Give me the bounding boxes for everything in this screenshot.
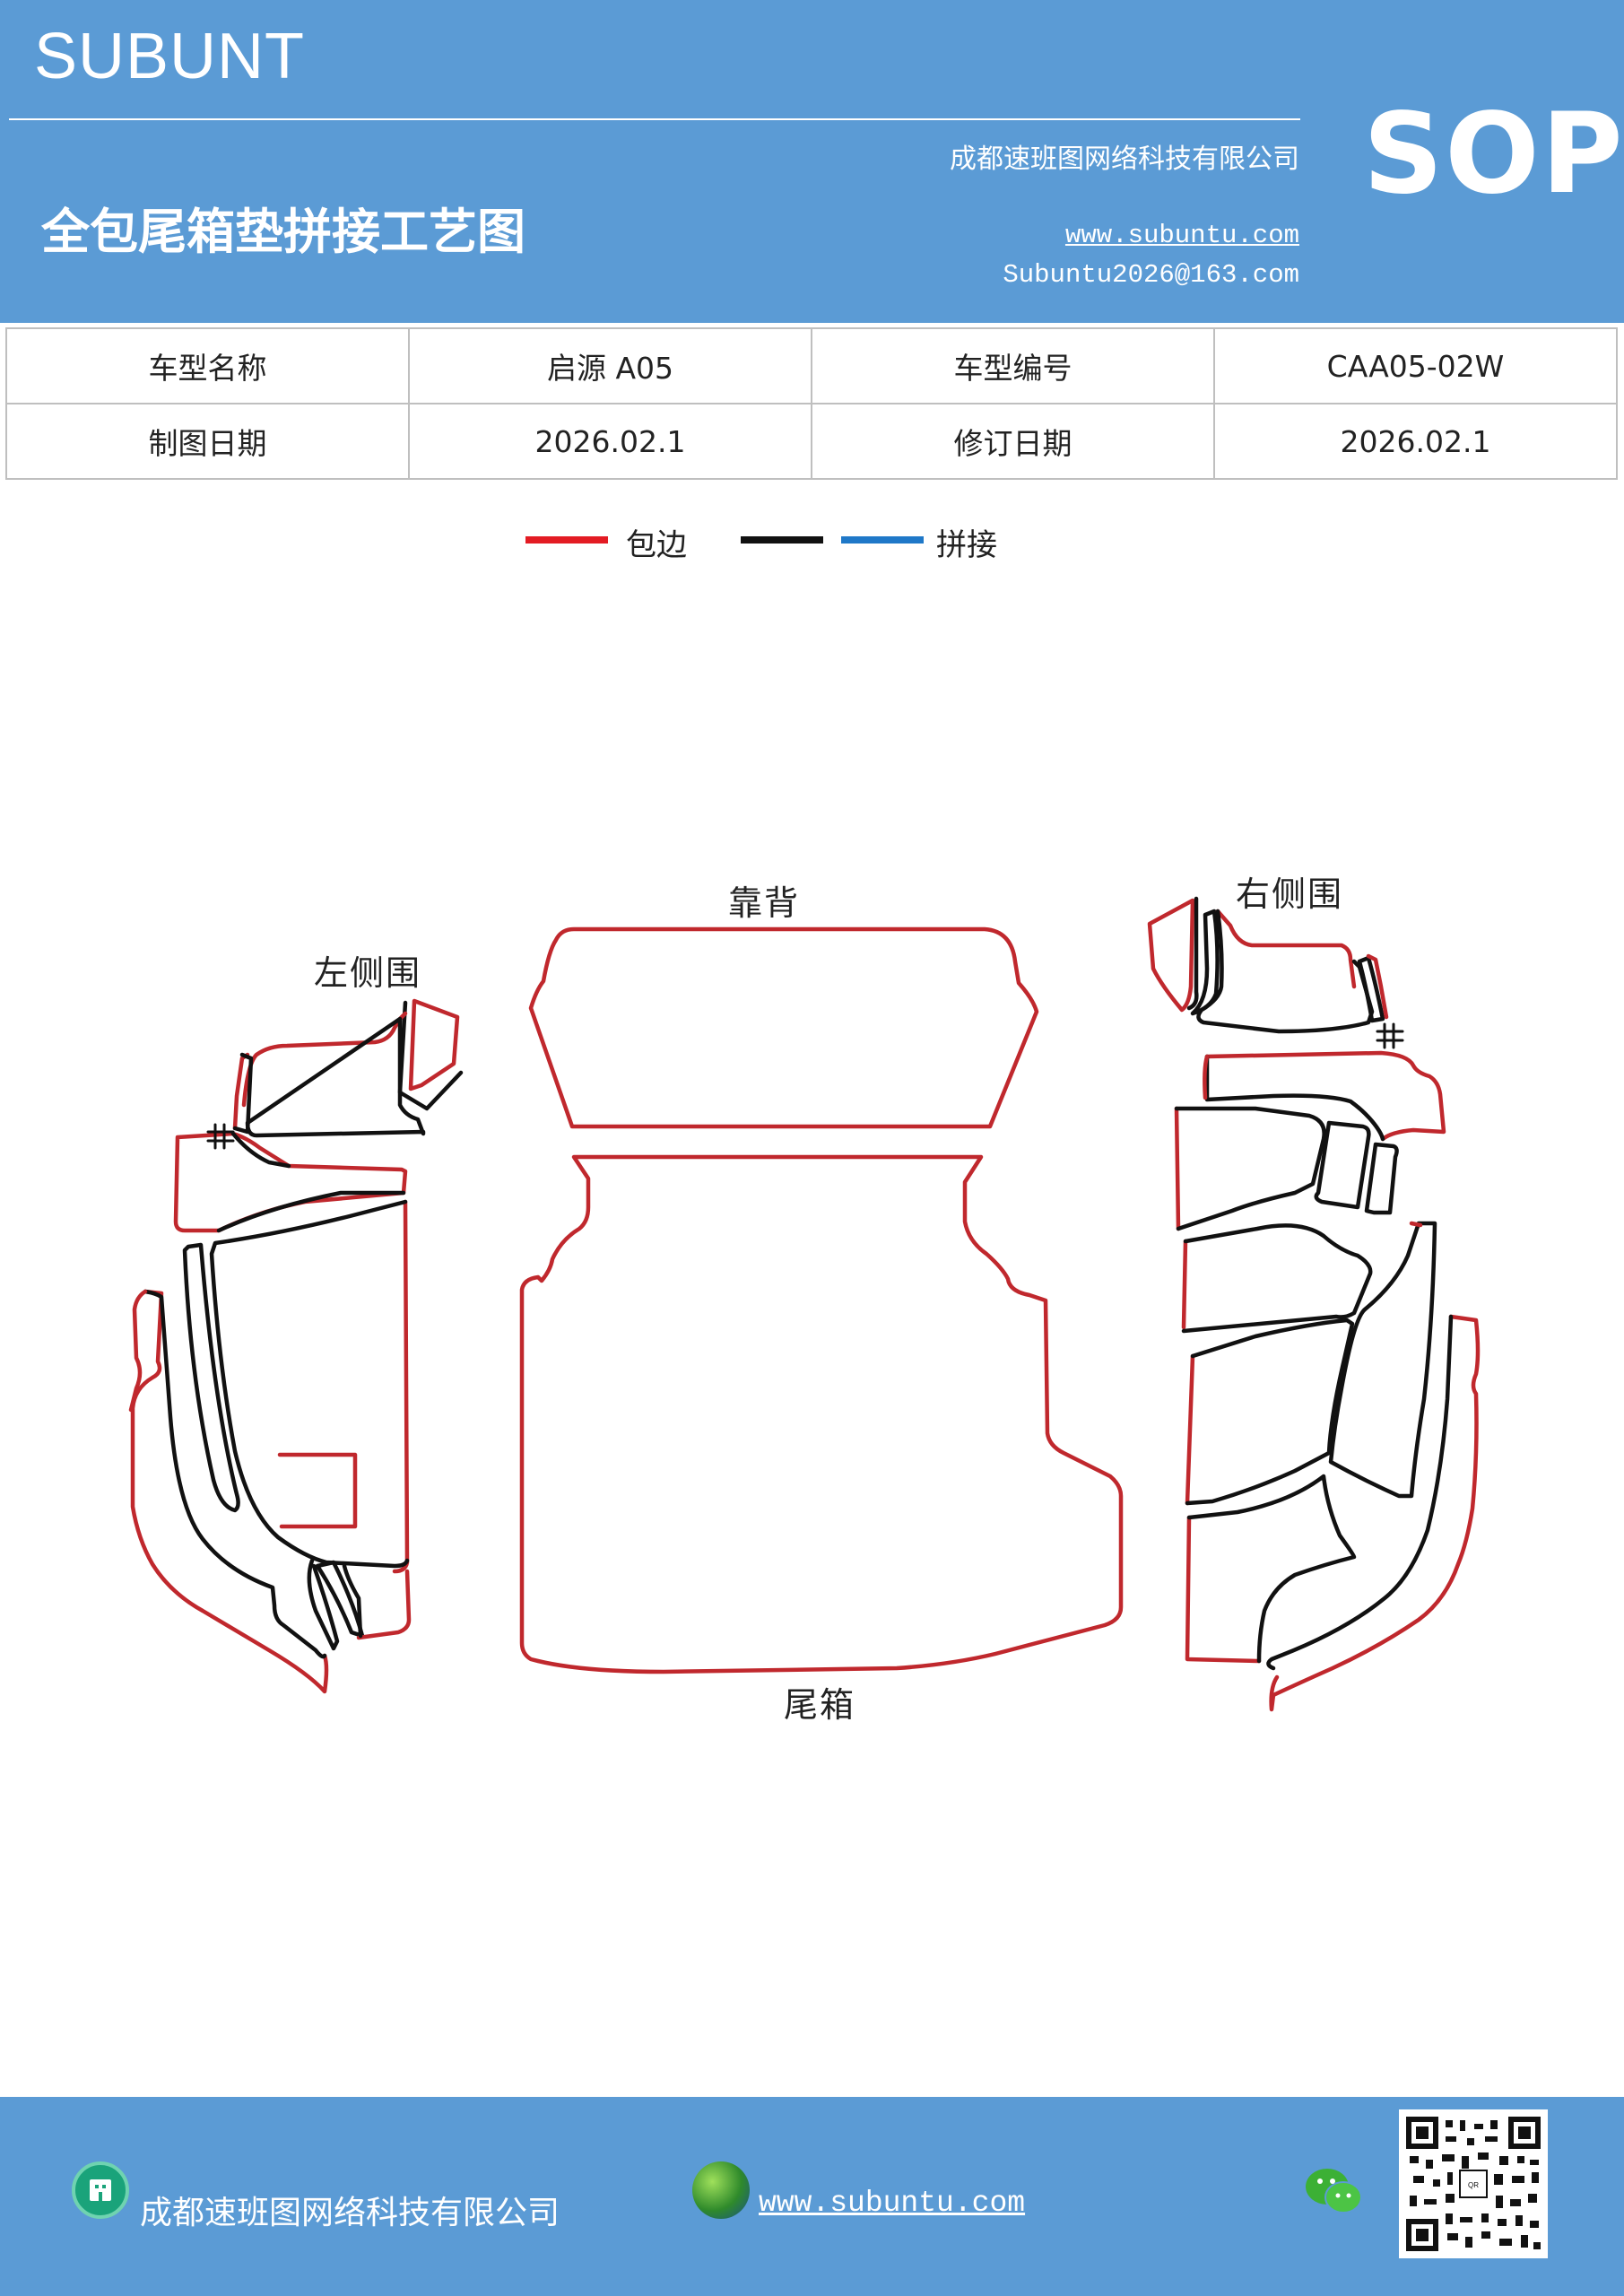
right-upper-panel-seam	[1196, 909, 1375, 1034]
right-mid-band-seam	[1204, 1054, 1385, 1142]
left-main-panel	[392, 1199, 410, 1574]
right-top-wedge	[1147, 898, 1195, 1013]
trunk-panel	[519, 1154, 1124, 1674]
right-outer-lower	[1269, 1314, 1481, 1712]
sop-badge: SOP	[1363, 90, 1624, 219]
header-divider	[9, 118, 1300, 120]
legend-swatch-edge	[525, 536, 608, 544]
label-right-side: 右侧围	[1236, 874, 1343, 914]
globe-icon	[692, 2161, 750, 2219]
left-inner-rect	[277, 1452, 358, 1529]
label-left-side: 左侧围	[314, 953, 421, 993]
right-upper-strip-edge	[1366, 953, 1389, 1020]
right-top-wedge-seam	[1186, 896, 1199, 1011]
draw-date-value: 2026.02.1	[408, 403, 812, 480]
draw-date-label: 制图日期	[5, 403, 410, 480]
right-lower-panel-seam	[1186, 1474, 1357, 1664]
left-main-panel-seam	[209, 1199, 410, 1569]
vehicle-code-label: 车型编号	[811, 327, 1215, 404]
label-backrest: 靠背	[728, 883, 800, 923]
right-upper-panel	[1215, 909, 1357, 989]
right-mid-strip-b	[1364, 1142, 1399, 1215]
right-lower-panel	[1185, 1515, 1262, 1664]
right-long-strip	[1328, 1221, 1437, 1499]
right-mid-panel-1	[1174, 1106, 1181, 1231]
right-long-strip-edge	[1409, 1221, 1423, 1228]
table-row: 制图日期 2026.02.1 修订日期 2026.02.1	[5, 403, 1618, 480]
header-company-name: 成都速班图网络科技有限公司	[950, 144, 1299, 175]
vehicle-code-value: CAA05-02W	[1213, 327, 1618, 404]
right-mid-band	[1204, 1050, 1446, 1142]
left-outer-lower-seam	[143, 1289, 327, 1659]
right-mid-panel-2-seam	[1181, 1223, 1373, 1334]
footer-website-link[interactable]: www.subuntu.com	[759, 2187, 1026, 2220]
footer-company-name: 成都速班图网络科技有限公司	[140, 2195, 560, 2231]
header-website-link[interactable]: www.subuntu.com	[1064, 221, 1299, 250]
left-outer-lower	[130, 1289, 329, 1694]
left-mid-band	[173, 1131, 408, 1233]
right-splice-mark	[1376, 1022, 1404, 1049]
legend-swatch-joint	[841, 536, 924, 544]
right-mid-panel-3-seam	[1185, 1318, 1355, 1506]
left-upper-panel	[241, 1011, 408, 1108]
legend-label-joint: 拼接	[936, 527, 997, 563]
right-upper-strip	[1357, 955, 1385, 1023]
header-banner: SUBUNT 成都速班图网络科技有限公司 全包尾箱垫拼接工艺图 www.subu…	[0, 0, 1624, 323]
company-icon	[72, 2161, 129, 2219]
right-mid-band-edge	[1203, 1054, 1210, 1100]
legend: 包边 拼接	[0, 520, 1624, 574]
header-email: Subuntu2026@163.com	[1003, 260, 1299, 290]
legend-label-edge: 包边	[626, 527, 687, 563]
label-trunk: 尾箱	[784, 1685, 855, 1725]
document-title: 全包尾箱垫拼接工艺图	[41, 204, 525, 260]
svg-text:QR: QR	[1468, 2181, 1479, 2189]
right-mid-panel-3	[1185, 1353, 1195, 1506]
building-icon	[90, 2179, 111, 2201]
left-lower-tail-seam	[342, 1563, 363, 1639]
left-outer-edge	[128, 1289, 148, 1413]
right-mid-panel-2	[1181, 1239, 1188, 1330]
left-top-wedge	[408, 998, 460, 1091]
right-mid-strip-a	[1314, 1120, 1371, 1210]
legend-swatch-seam	[741, 536, 823, 544]
vehicle-name-value: 启源 A05	[408, 327, 812, 404]
left-mid-band-seam	[216, 1131, 406, 1233]
qr-code[interactable]: QR	[1399, 2109, 1548, 2258]
revision-date-value: 2026.02.1	[1213, 403, 1618, 480]
left-lower-piece-a	[307, 1558, 340, 1651]
footer-banner: 成都速班图网络科技有限公司 www.subuntu.com QR	[0, 2097, 1624, 2296]
backrest-panel	[528, 926, 1039, 1129]
right-mid-panel-1-seam	[1174, 1106, 1326, 1231]
left-lower-tail	[356, 1569, 412, 1640]
brand-name: SUBUNT	[34, 21, 306, 92]
left-upper-panel-seam	[245, 1016, 426, 1138]
qr-code-pattern: QR	[1406, 2117, 1541, 2251]
left-splice-mark	[206, 1123, 235, 1150]
table-row: 车型名称 启源 A05 车型编号 CAA05-02W	[5, 327, 1618, 404]
vehicle-info-table: 车型名称 启源 A05 车型编号 CAA05-02W 制图日期 2026.02.…	[5, 327, 1618, 480]
revision-date-label: 修订日期	[811, 403, 1215, 480]
right-outer-lower-seam	[1266, 1314, 1454, 1671]
left-upper-small-seam	[232, 1052, 254, 1135]
vehicle-name-label: 车型名称	[5, 327, 410, 404]
left-inner-strip	[182, 1242, 240, 1513]
wechat-icon[interactable]	[1302, 2163, 1367, 2219]
left-top-wedge-seam	[397, 1000, 464, 1111]
